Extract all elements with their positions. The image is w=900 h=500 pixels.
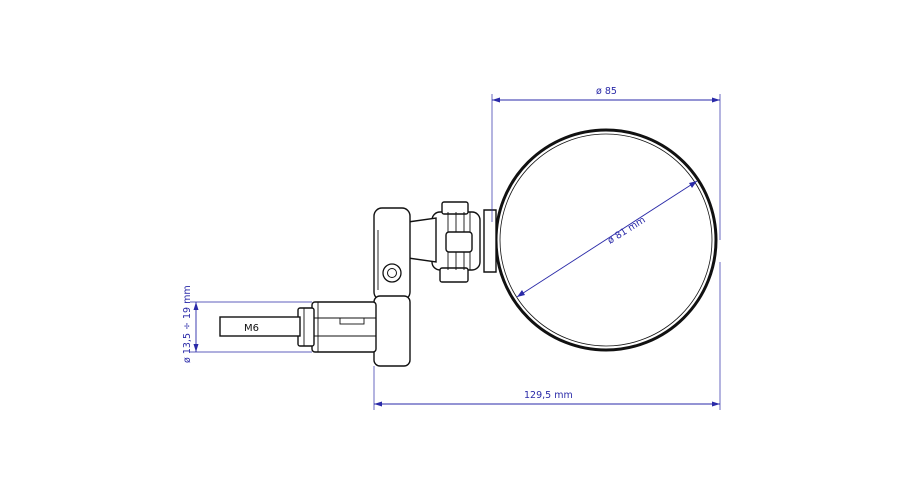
hinge-bottom-nut <box>439 267 469 283</box>
expander-sleeve <box>311 301 377 353</box>
thread-label: M6 <box>244 323 259 334</box>
dimension-outer-diameter: ø 85 <box>491 86 721 240</box>
mirror-hinge <box>407 201 497 283</box>
bar-diameter-label: ø 13,5 ÷ 19 mm <box>182 285 193 363</box>
mirror-glass-edge <box>499 133 713 347</box>
dimension-total-length: 129,5 mm <box>373 262 721 410</box>
bar-end-clamp <box>373 207 411 367</box>
hinge-top-nut <box>441 201 469 215</box>
threaded-rod <box>219 316 301 337</box>
clamp-lower-body <box>373 295 411 367</box>
outer-diameter-label: ø 85 <box>596 86 617 97</box>
bar-end-expander: M6 <box>219 301 377 353</box>
clamp-bolt-hex <box>387 268 397 278</box>
clamp-upper-body <box>373 207 411 301</box>
dimension-bar-diameter: ø 13,5 ÷ 19 mm <box>182 285 312 363</box>
hinge-bracket <box>483 209 497 273</box>
total-length-label: 129,5 mm <box>524 390 573 401</box>
hinge-arm <box>407 217 437 263</box>
